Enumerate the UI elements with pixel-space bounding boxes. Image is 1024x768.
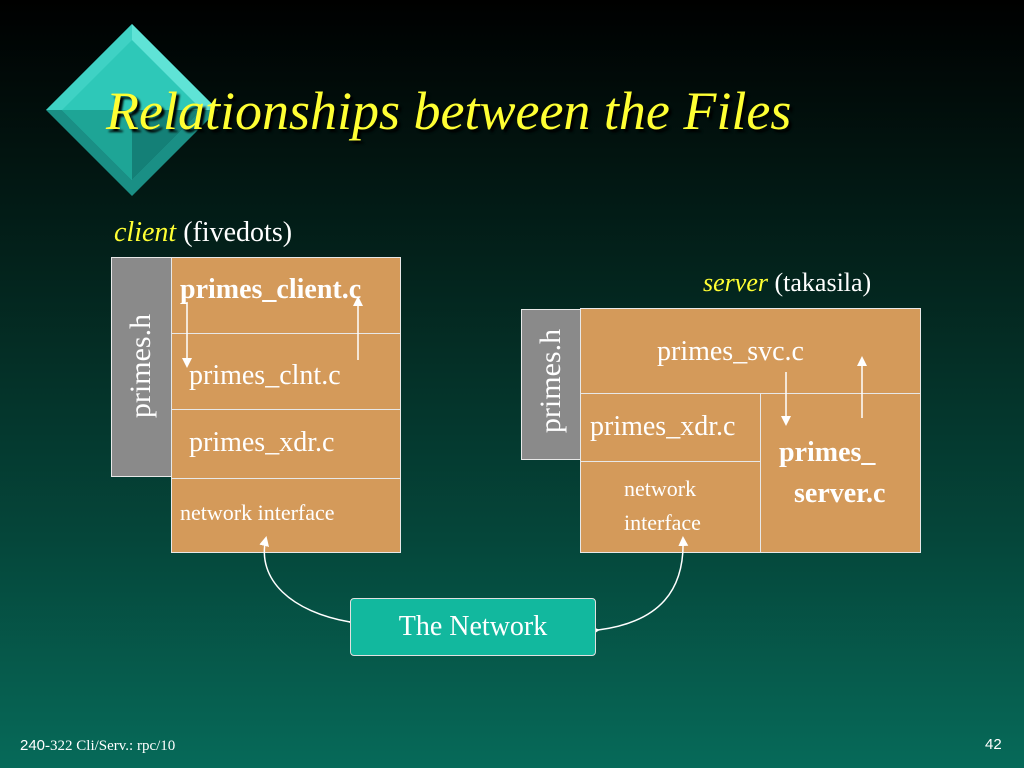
client-header-box [111, 257, 172, 477]
client-box-xdr-file [171, 409, 401, 479]
footer-course-rest: -322 Cli/Serv.: rpc/10 [45, 738, 176, 754]
server-box-xdr-file [580, 393, 762, 462]
client-label: client (fivedots) [114, 217, 292, 249]
client-network-link [259, 536, 359, 629]
diamond-logo-icon [46, 24, 218, 196]
server-box-svc-file [580, 308, 921, 394]
slide-title: Relationships between the Files [106, 81, 792, 141]
client-file-primes-clnt: primes_clnt.c [189, 360, 341, 391]
server-file-primes-xdr: primes_xdr.c [590, 411, 736, 442]
client-box-client-file [171, 257, 401, 334]
server-network-interface-line2: interface [624, 510, 701, 535]
footer-course: 240-322 Cli/Serv.: rpc/10 [20, 737, 175, 755]
server-network-link [589, 536, 689, 636]
client-file-primes-xdr: primes_xdr.c [189, 427, 335, 458]
server-label-role: server [703, 268, 768, 297]
footer-course-number: 240 [20, 737, 46, 754]
server-file-primes-server-line2: server.c [794, 478, 886, 509]
client-file-primes-client: primes_client.c [180, 274, 362, 305]
server-label: server (takasila) [703, 268, 871, 298]
client-label-role: client [114, 217, 177, 248]
server-file-primes-svc: primes_svc.c [657, 336, 804, 367]
server-network-interface-line1: network [624, 476, 697, 501]
server-label-host: (takasila) [774, 268, 872, 297]
client-box-clnt-file [171, 333, 401, 410]
network-box: The Network [350, 598, 596, 656]
client-label-host: (fivedots) [183, 217, 293, 248]
client-network-interface: network interface [180, 500, 335, 525]
server-file-primes-server-line1: primes_ [779, 437, 876, 468]
footer-page-number: 42 [985, 736, 1002, 753]
server-header-box [521, 309, 581, 460]
